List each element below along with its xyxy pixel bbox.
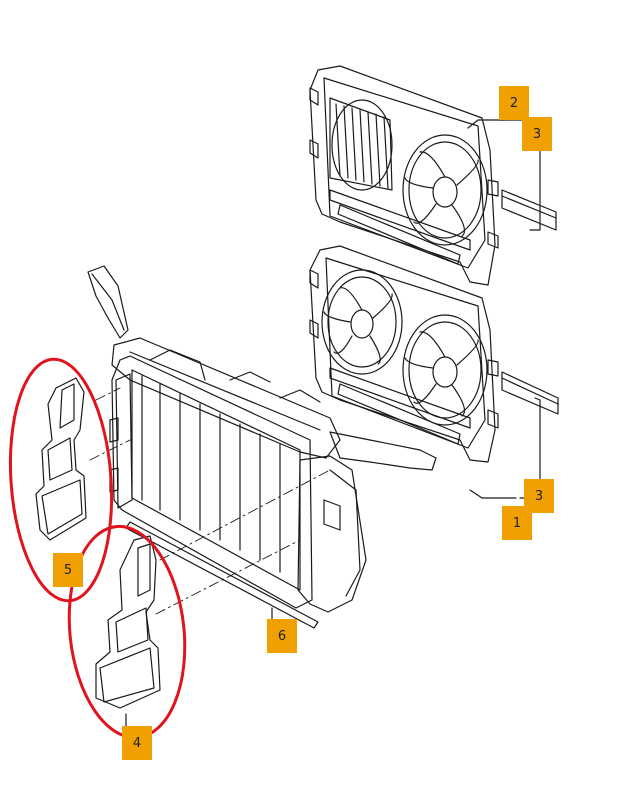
air-guide-left (35, 377, 87, 541)
alignment-lines (89, 387, 331, 615)
callout-label-4: 4 (132, 735, 142, 751)
upper-fan-shroud (309, 65, 499, 286)
callout-box-3-lower (524, 479, 554, 513)
callout-label-6: 6 (277, 628, 287, 644)
callout-box-4 (122, 726, 152, 760)
callout-label-3-upper: 3 (532, 126, 542, 142)
seal-strip-lower (501, 371, 559, 415)
callout-box-5 (53, 553, 83, 587)
seal-strip-upper (501, 189, 557, 231)
air-guide-right (95, 535, 161, 709)
callout-boxes (53, 86, 554, 760)
callout-label-2: 2 (509, 95, 519, 111)
callout-label-5: 5 (63, 562, 73, 578)
callout-label-1: 1 (512, 515, 522, 531)
callout-box-3-upper (522, 117, 552, 151)
radiator-carrier (87, 265, 437, 629)
callout-box-6 (267, 619, 297, 653)
callout-box-2 (499, 86, 529, 120)
lower-fan-shroud (309, 245, 499, 463)
callout-label-3-lower: 3 (534, 488, 544, 504)
